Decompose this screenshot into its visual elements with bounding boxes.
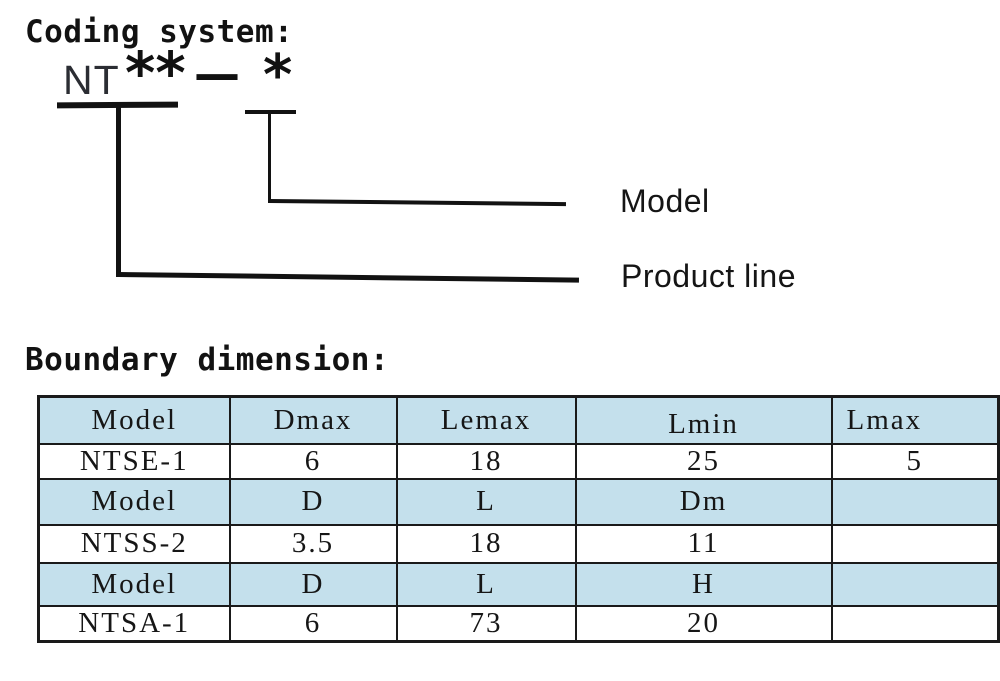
boundary-dimension-table: Model Dmax Lemax Lmin Lmax NTSE-1 6 18 2… [37, 395, 1000, 643]
coding-system-title: Coding system: [25, 14, 294, 50]
code-prefix-text: NT [63, 57, 120, 103]
header-cell-d: D [228, 477, 398, 526]
header-cell-model: Model [37, 477, 231, 526]
header-cell-l: L [395, 477, 577, 526]
model-underline [245, 110, 296, 114]
table-cell: 73 [395, 604, 577, 642]
code-separator-dash: — [194, 47, 240, 101]
header-cell-model: Model [37, 561, 231, 607]
product-line-callout-label: Product line [621, 258, 796, 294]
table-cell: NTSE-1 [37, 442, 231, 480]
header-cell-d: D [228, 561, 398, 607]
table-header-row: Model Dmax Lemax Lmin Lmax [37, 395, 1000, 445]
header-cell-lmax: Lmax [830, 395, 1000, 445]
table-cell: 25 [574, 442, 833, 480]
model-callout-label: Model [620, 183, 710, 219]
header-cell-h: H [574, 561, 833, 607]
header-cell-empty [830, 561, 1000, 607]
header-cell-dm: Dm [574, 477, 833, 526]
table-cell: NTSS-2 [37, 523, 231, 564]
table-cell: 6 [228, 442, 398, 480]
table-cell: 5 [830, 442, 1000, 480]
table-cell: 18 [395, 442, 577, 480]
header-cell-model: Model [37, 395, 231, 445]
table-cell [830, 523, 1000, 564]
product-line-connector-vertical [116, 106, 121, 277]
table-cell: 18 [395, 523, 577, 564]
header-cell-lemax: Lemax [395, 395, 577, 445]
table-row-ntsa1: NTSA-1 6 73 20 [37, 604, 1000, 642]
table-subheader-row: Model D L Dm [37, 477, 1000, 526]
table-cell: 6 [228, 604, 398, 642]
header-cell-l: L [395, 561, 577, 607]
table-row-ntss2: NTSS-2 3.5 18 11 [37, 523, 1000, 564]
header-cell-empty [830, 477, 1000, 526]
table-subheader-row: Model D L H [37, 561, 1000, 607]
table-cell: 3.5 [228, 523, 398, 564]
table-cell: 11 [574, 523, 833, 564]
code-wildcard-stars: ** [125, 39, 186, 107]
product-line-connector-horizontal [118, 272, 579, 283]
header-cell-lmin: Lmin [574, 395, 833, 445]
boundary-dimension-title: Boundary dimension: [25, 342, 390, 378]
model-connector-horizontal [268, 199, 567, 207]
table-cell: NTSA-1 [37, 604, 231, 642]
table-cell: 20 [574, 604, 833, 642]
model-connector-vertical [268, 113, 271, 203]
header-cell-dmax: Dmax [228, 395, 398, 445]
table-cell [830, 604, 1000, 642]
code-model-star: * [263, 43, 293, 108]
table-row-ntse1: NTSE-1 6 18 25 5 [37, 442, 1000, 480]
